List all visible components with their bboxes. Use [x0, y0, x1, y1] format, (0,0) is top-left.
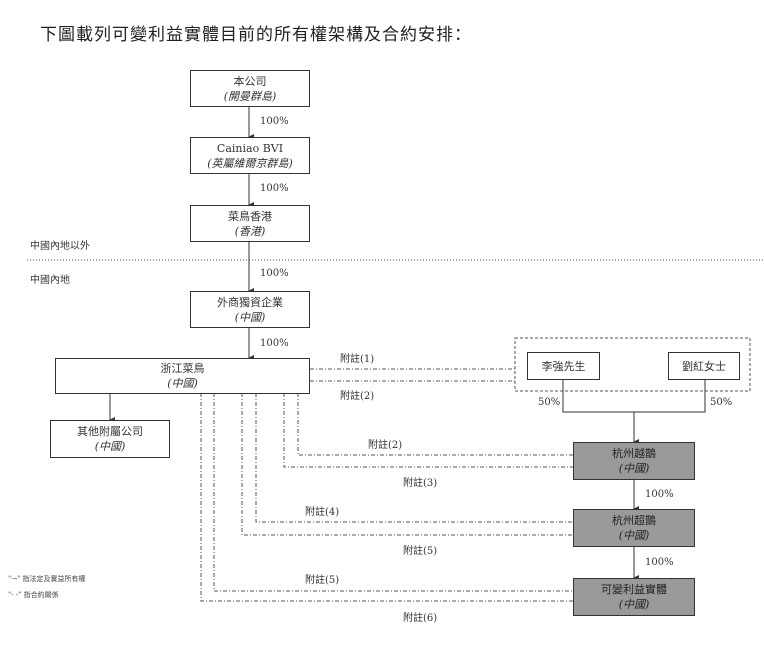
note-label-2-yueque: 附註(2) — [368, 440, 403, 451]
contract-line-vie-5 — [213, 393, 573, 592]
pct-chaoque-vie: 100% — [645, 557, 674, 568]
entity-name: 杭州超鵲 — [612, 514, 656, 527]
entity-wfoe: 外商獨資企業 (中國) — [190, 291, 310, 328]
entity-jurisdiction: (香港) — [234, 224, 266, 238]
pct-li: 50% — [538, 397, 561, 408]
note-label-5-vie: 附註(5) — [305, 575, 340, 586]
entity-name: Cainiao BVI — [216, 141, 284, 155]
contract-line-vie-6 — [200, 393, 573, 602]
ownership-persons-join — [562, 380, 706, 413]
entity-jurisdiction: (中國) — [167, 377, 198, 390]
pct-hk-wfoe: 100% — [260, 268, 289, 279]
contract-line-yueque-3 — [283, 393, 573, 468]
pct-wfoe-zhejiang: 100% — [260, 338, 289, 349]
entity-name: 其他附屬公司 — [77, 425, 143, 438]
entity-jurisdiction: (中國) — [618, 462, 650, 475]
persons-group-border — [514, 337, 751, 392]
contract-line-yueque-2 — [297, 393, 573, 456]
note-label-3: 附註(3) — [403, 478, 438, 489]
entity-name: 可變利益實體 — [601, 583, 667, 596]
region-label-inside: 中國內地 — [30, 275, 70, 286]
entity-hangzhou-chaoque: 杭州超鵲 (中國) — [573, 509, 695, 547]
region-label-outside: 中國內地以外 — [30, 241, 90, 252]
entity-name: 杭州越鵲 — [612, 447, 656, 460]
entity-zhejiang-cainiao: 浙江菜鳥 (中國) — [55, 358, 310, 394]
entity-jurisdiction: (英屬維爾京群島) — [207, 156, 293, 170]
person-li-qiang: 李強先生 — [527, 352, 600, 380]
note-label-1: 附註(1) — [340, 354, 375, 365]
entity-jurisdiction: (中國) — [234, 310, 266, 324]
entity-vie: 可變利益實體 (中國) — [573, 578, 695, 616]
contract-line-chaoque-4 — [255, 393, 573, 523]
entity-name: 浙江菜鳥 — [160, 362, 205, 375]
entity-hangzhou-yueque: 杭州越鵲 (中國) — [573, 442, 695, 480]
pct-company-bvi: 100% — [260, 116, 289, 127]
note-label-2-persons: 附註(2) — [340, 391, 375, 402]
entity-jurisdiction: (中國) — [618, 598, 650, 611]
note-label-5-chaoque: 附註(5) — [403, 546, 438, 557]
entity-name: 菜鳥香港 — [228, 209, 272, 223]
entity-jurisdiction: (中國) — [618, 529, 650, 542]
entity-jurisdiction: (中國) — [94, 440, 126, 453]
entity-company: 本公司 (開曼群島) — [190, 70, 310, 107]
pct-liu: 50% — [710, 397, 733, 408]
person-liu-hong: 劉紅女士 — [668, 352, 740, 380]
entity-other-subsidiaries: 其他附屬公司 (中國) — [50, 420, 170, 458]
person-name: 李強先生 — [541, 359, 586, 373]
contract-line-chaoque-5 — [241, 393, 573, 536]
legend-solid-ownership: "→" 指法定及實益所有權 — [8, 575, 86, 583]
legend-dashed-contract: "- -" 指合約關係 — [8, 591, 59, 599]
entity-name: 外商獨資企業 — [217, 295, 283, 309]
note-label-6: 附註(6) — [403, 613, 438, 624]
person-name: 劉紅女士 — [682, 359, 726, 373]
entity-cainiao-hk: 菜鳥香港 (香港) — [190, 205, 310, 242]
pct-yueque-chaoque: 100% — [645, 489, 674, 500]
page-title: 下圖載列可變利益實體目前的所有權架構及合約安排： — [40, 25, 472, 45]
entity-jurisdiction: (開曼群島) — [223, 89, 277, 103]
pct-bvi-hk: 100% — [260, 183, 289, 194]
entity-name: 本公司 — [233, 74, 267, 88]
note-label-4: 附註(4) — [305, 507, 340, 518]
entity-cainiao-bvi: Cainiao BVI (英屬維爾京群島) — [190, 137, 310, 174]
